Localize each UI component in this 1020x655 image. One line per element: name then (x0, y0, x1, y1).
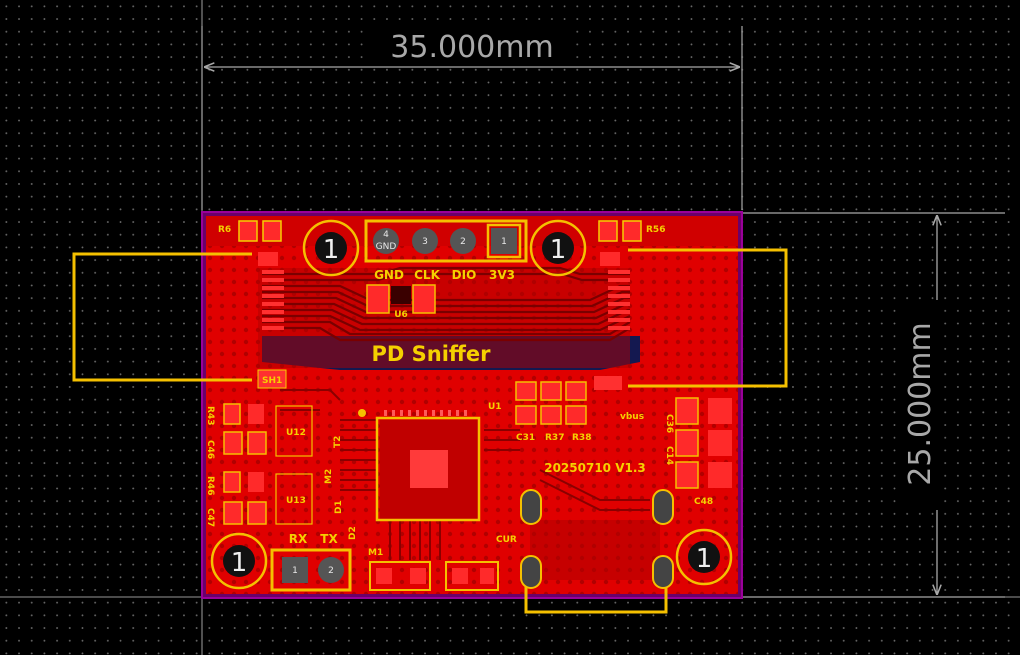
board-title: PD Sniffer (371, 342, 491, 366)
height-dimension-label: 25.000mm (903, 322, 938, 485)
svg-text:U6: U6 (394, 310, 408, 320)
component-u6[interactable]: U6 (366, 284, 436, 320)
usb-connector-left-outline: SH1 (72, 252, 287, 389)
svg-text:1: 1 (323, 235, 340, 265)
svg-text:1: 1 (550, 235, 567, 265)
label-rx: RX (289, 532, 308, 546)
width-dimension-label: 35.000mm (390, 30, 553, 65)
svg-text:vbus: vbus (620, 412, 644, 422)
refdes-sh1: SH1 (262, 376, 282, 386)
refdes-r6: R6 (218, 225, 231, 235)
svg-text:C48: C48 (694, 497, 713, 507)
svg-text:T2: T2 (333, 436, 343, 448)
height-dimension[interactable]: 25.000mm (742, 212, 1005, 598)
component-u1-mcu[interactable]: U1 (358, 402, 502, 522)
width-dimension[interactable]: 35.000mm (201, 26, 743, 210)
svg-text:C47: C47 (205, 508, 215, 527)
svg-text:C14: C14 (664, 446, 674, 465)
svg-text:2: 2 (460, 237, 466, 247)
svg-text:U13: U13 (286, 496, 306, 506)
svg-text:M2: M2 (324, 469, 334, 484)
usb-c-connector-bottom[interactable]: CUR (496, 489, 674, 614)
component-u12-group[interactable]: R43 C46 U12 T2 (205, 403, 343, 459)
mounting-hole-top-left[interactable]: 1 (302, 219, 360, 277)
label-tx: TX (320, 532, 338, 546)
svg-text:1: 1 (501, 237, 507, 247)
svg-text:D2: D2 (348, 526, 358, 540)
mounting-hole-top-right[interactable]: 1 (529, 219, 587, 277)
label-dio: DIO (452, 268, 477, 282)
pcb-board[interactable] (201, 211, 743, 599)
uart-header[interactable]: RX TX 1 2 (270, 532, 352, 592)
svg-text:C36: C36 (664, 414, 674, 433)
svg-text:CUR: CUR (496, 535, 517, 545)
board-version: 20250710 V1.3 (544, 461, 646, 475)
label-3v3: 3V3 (489, 268, 515, 282)
svg-text:2: 2 (328, 566, 334, 576)
usb-connector-pads (262, 270, 630, 330)
svg-text:1: 1 (696, 544, 713, 574)
svg-text:R46: R46 (205, 476, 215, 495)
svg-text:M1: M1 (368, 548, 383, 558)
usb-connector-right-outline (594, 248, 788, 390)
label-clk: CLK (414, 268, 440, 282)
component-m1[interactable]: M1 (368, 548, 499, 591)
mounting-hole-bottom-left[interactable]: 1 (210, 532, 268, 590)
svg-text:R43: R43 (205, 406, 215, 425)
svg-text:D1: D1 (334, 500, 344, 514)
refdes-r56: R56 (646, 225, 665, 235)
svg-text:3: 3 (422, 237, 428, 247)
lower-traces (280, 389, 650, 560)
svg-text:1: 1 (231, 548, 248, 578)
svg-text:1: 1 (292, 566, 298, 576)
svg-text:R38: R38 (572, 433, 591, 443)
component-c36-c14-c48[interactable]: C36 C14 C48 (664, 397, 732, 507)
component-u13-group[interactable]: R46 C47 U13 M2 D1 D2 (205, 469, 358, 540)
svg-text:U1: U1 (488, 402, 502, 412)
svg-text:4: 4 (383, 230, 389, 240)
svg-text:U12: U12 (286, 428, 306, 438)
svg-text:C31: C31 (516, 433, 535, 443)
svg-text:R37: R37 (545, 433, 564, 443)
svg-text:GND: GND (376, 242, 397, 252)
mounting-hole-bottom-right[interactable]: 1 (675, 528, 733, 586)
swd-header[interactable]: 4 GND 3 2 1 GND CLK DIO 3V3 (364, 219, 528, 282)
label-gnd: GND (374, 268, 404, 282)
component-c31-r37-r38[interactable]: C31 R37 R38 vbus (515, 381, 644, 443)
svg-text:C46: C46 (205, 440, 215, 459)
top-edge-components[interactable]: R6 R56 (218, 220, 665, 266)
